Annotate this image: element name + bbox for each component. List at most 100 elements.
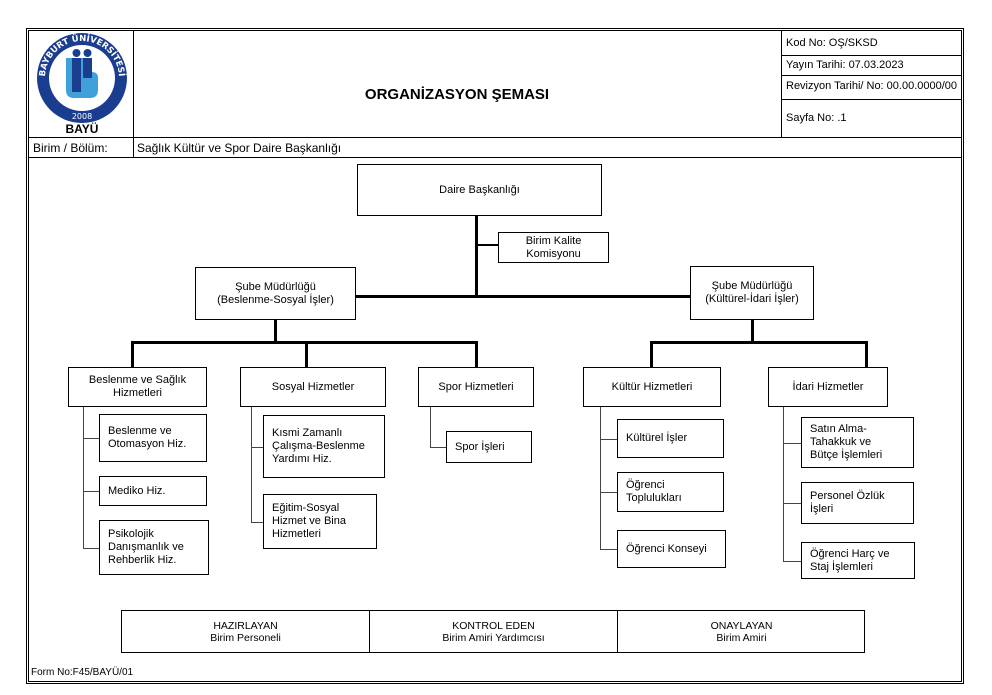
division-0-2-spine [430,407,431,447]
unit-1-0-2-connector [600,549,617,550]
division-0-2-drop [475,341,478,368]
unit-box-kısmi-zamanlı-çalışma-beslenme-yardımı-hiz: Kısmi Zamanlı Çalışma-Beslenme Yardımı H… [263,415,385,478]
approved-by-role: ONAYLAYAN [710,620,773,632]
branch-box-kulturel-idari-label: Şube Müdürlüğü (Kültürel-İdari İşler) [705,280,799,305]
unit-0-0-1-connector [83,491,99,492]
approved-by-person: Birim Amiri [716,632,767,644]
division-0-0-spine [83,407,84,548]
meta-divider [781,31,782,137]
unit-1-1-0-connector [783,442,801,444]
signature-divider-1 [369,610,370,653]
division-1-1-drop [865,341,868,368]
unit-box-mediko-hiz: Mediko Hiz. [99,476,207,506]
division-box-i-dari-hizmetler-label: İdari Hizmetler [792,380,864,393]
meta-rule-2 [781,75,961,76]
division-0-1-spine [251,407,252,522]
division-0-0-drop [131,341,134,368]
unit-box-beslenme-ve-otomasyon-hiz-label: Beslenme ve Otomasyon Hiz. [108,425,187,450]
root-trunk-line [475,216,478,297]
division-box-kültür-hizmetleri: Kültür Hizmetleri [583,367,721,407]
unit-box-öğrenci-toplulukları: Öğrenci Toplulukları [617,472,724,512]
checked-by-cell: KONTROL EDEN Birim Amiri Yardımcısı [370,620,617,644]
staff-box: Birim Kalite Komisyonu [498,232,609,263]
logo-abbreviation: BAYÜ [66,121,99,136]
signature-divider-2 [617,610,618,653]
unit-1-0-0-connector [600,438,617,440]
unit-0-2-0-connector [430,447,446,448]
page-number: Sayfa No: .1 [786,112,847,124]
signature-table [121,610,865,653]
unit-label: Birim / Bölüm: [33,141,108,155]
unit-0-1-1-connector [251,521,263,523]
unit-row-bottom-rule [29,157,961,158]
branch-0-drop-line [274,320,277,343]
unit-box-kısmi-zamanlı-çalışma-beslenme-yardımı-hiz-label: Kısmi Zamanlı Çalışma-Beslenme Yardımı H… [272,427,365,465]
root-box-label: Daire Başkanlığı [439,183,520,196]
unit-0-0-2-connector [83,547,99,549]
unit-box-spor-i-şleri-label: Spor İşleri [455,440,505,453]
approved-by-cell: ONAYLAYAN Birim Amiri [618,620,865,644]
unit-box-personel-özlük-i-şleri: Personel Özlük İşleri [801,482,914,524]
unit-1-0-1-connector [600,492,617,493]
unit-box-öğrenci-toplulukları-label: Öğrenci Toplulukları [626,479,682,504]
doc-code: Kod No: OŞ/SKSD [786,37,878,49]
unit-box-öğrenci-konseyi-label: Öğrenci Konseyi [626,542,707,555]
unit-box-spor-i-şleri: Spor İşleri [446,431,532,463]
staff-box-label: Birim Kalite Komisyonu [525,234,582,260]
checked-by-role: KONTROL EDEN [452,620,535,632]
division-box-spor-hizmetleri-label: Spor Hizmetleri [438,380,514,393]
division-1-0-drop [650,341,653,368]
branch-0-division-bar [131,341,478,344]
university-logo: BAYBURT ÜNİVERSİTESİ 2008 BAYÜ [32,32,132,136]
unit-box-eğitim-sosyal-hizmet-ve-bina-hizmetleri: Eğitim-Sosyal Hizmet ve Bina Hizmetleri [263,494,377,549]
unit-0-0-0-connector [83,438,99,439]
unit-0-1-0-connector [251,446,263,448]
unit-box-psikolojik-danışmanlık-ve-rehberlik-hiz-label: Psikolojik Danışmanlık ve Rehberlik Hiz. [108,528,184,566]
checked-by-person: Birim Amiri Yardımcısı [442,632,545,644]
division-box-sosyal-hizmetler: Sosyal Hizmetler [240,367,386,407]
staff-connector-line [478,244,498,246]
page-frame [26,28,964,684]
division-box-sosyal-hizmetler-label: Sosyal Hizmetler [271,380,355,393]
unit-box-satın-alma-tahakkuk-ve-bütçe-i-şlemleri: Satın Alma- Tahakkuk ve Bütçe İşlemleri [801,417,914,468]
division-box-i-dari-hizmetler: İdari Hizmetler [768,367,888,407]
meta-rule-3 [781,99,961,100]
header-bottom-rule [29,137,961,138]
division-box-kültür-hizmetleri-label: Kültür Hizmetleri [611,380,693,393]
logo-divider [133,31,134,157]
unit-value: Sağlık Kültür ve Spor Daire Başkanlığı [137,141,342,155]
unit-box-eğitim-sosyal-hizmet-ve-bina-hizmetleri-label: Eğitim-Sosyal Hizmet ve Bina Hizmetleri [272,502,346,540]
branch-box-kulturel-idari: Şube Müdürlüğü (Kültürel-İdari İşler) [690,266,814,320]
unit-box-kültürel-i-şler: Kültürel İşler [617,419,724,458]
root-box: Daire Başkanlığı [357,164,602,216]
prepared-by-role: HAZIRLAYAN [213,620,278,632]
unit-box-satın-alma-tahakkuk-ve-bütçe-i-şlemleri-label: Satın Alma- Tahakkuk ve Bütçe İşlemleri [810,423,883,461]
division-0-1-drop [305,341,308,368]
branch-1-division-bar [650,341,868,344]
division-1-0-spine [600,407,601,549]
division-box-spor-hizmetleri: Spor Hizmetleri [418,367,534,407]
unit-box-personel-özlük-i-şleri-label: Personel Özlük İşleri [810,490,885,515]
division-1-1-spine [783,407,784,561]
prepared-by-person: Birim Personeli [210,632,281,644]
unit-1-1-2-connector [783,560,801,562]
publish-date: Yayın Tarihi: 07.03.2023 [786,59,904,71]
unit-box-öğrenci-harç-ve-staj-i-şlemleri: Öğrenci Harç ve Staj İşlemleri [801,542,915,579]
page-title: ORGANİZASYON ŞEMASI [364,86,550,103]
branch-1-drop-line [751,320,754,343]
division-box-beslenme-ve-sağlık-hizmetleri: Beslenme ve Sağlık Hizmetleri [68,367,207,407]
unit-box-öğrenci-harç-ve-staj-i-şlemleri-label: Öğrenci Harç ve Staj İşlemleri [810,547,890,573]
division-box-beslenme-ve-sağlık-hizmetleri-label: Beslenme ve Sağlık Hizmetleri [88,374,187,399]
logo-year: 2008 [72,112,92,121]
branch-box-beslenme-sosyal: Şube Müdürlüğü (Beslenme-Sosyal İşler) [195,267,356,320]
unit-box-kültürel-i-şler-label: Kültürel İşler [626,432,688,444]
unit-box-mediko-hiz-label: Mediko Hiz. [108,484,166,497]
unit-1-1-1-connector [783,503,801,504]
branch-box-beslenme-sosyal-label: Şube Müdürlüğü (Beslenme-Sosyal İşler) [217,280,334,306]
branch-bar-line [212,295,798,298]
meta-rule-1 [781,55,961,56]
unit-box-psikolojik-danışmanlık-ve-rehberlik-hiz: Psikolojik Danışmanlık ve Rehberlik Hiz. [99,520,209,575]
prepared-by-cell: HAZIRLAYAN Birim Personeli [122,620,369,644]
form-number: Form No:F45/BAYÜ/01 [31,667,134,678]
